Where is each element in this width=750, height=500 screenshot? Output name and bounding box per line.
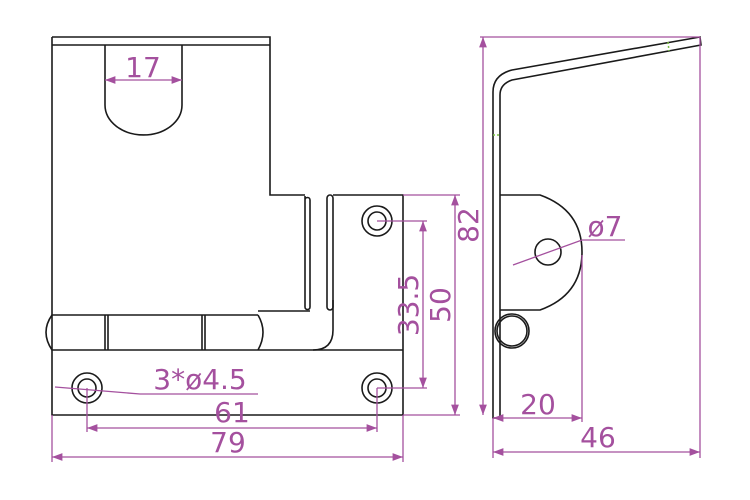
ext-lines-50	[403, 194, 460, 416]
hinge-knuckle	[45, 314, 403, 351]
dim-hole-vertical: 33.5	[392, 274, 425, 336]
knuckle-inner	[496, 315, 528, 347]
dim-slot-width: 17	[125, 51, 161, 84]
front-view: 17 3*ø4.5 61 79 33.5 50 82	[45, 36, 487, 462]
pin-hole	[534, 238, 562, 266]
ext-lines-46	[480, 36, 701, 458]
top-slot	[104, 45, 183, 136]
lug	[500, 194, 583, 311]
dim-plate-height: 50	[424, 287, 457, 323]
bend-line	[258, 300, 334, 351]
dim-hole-spec: 3*ø4.5	[153, 363, 246, 396]
ext-lines-20	[492, 255, 583, 458]
bend-marks	[493, 41, 670, 136]
side-view: ø7 20 46	[480, 36, 702, 458]
hole-leader	[54, 386, 258, 395]
dim-overall-width: 79	[210, 426, 246, 459]
relief-slot-left	[304, 196, 311, 311]
dim-overall-height: 82	[452, 207, 485, 243]
dim-hole-spacing: 61	[214, 396, 250, 429]
side-profile	[492, 36, 702, 419]
knuckle-circle	[494, 313, 530, 349]
dim-overall-depth: 46	[580, 421, 616, 454]
dim-lug-depth: 20	[520, 388, 556, 421]
dim-pin-hole: ø7	[588, 210, 623, 243]
ext-lines-33-5	[377, 220, 427, 389]
relief-slot-right	[326, 194, 334, 311]
pin-leader	[512, 239, 625, 266]
